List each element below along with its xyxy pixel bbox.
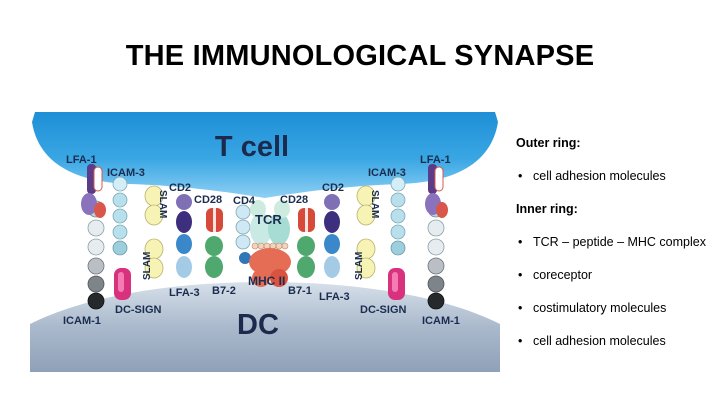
dcsign-right-label: DC-SIGN bbox=[360, 304, 407, 316]
slam-left-molecule bbox=[144, 185, 164, 279]
inner-ring-item: cell adhesion molecules bbox=[516, 333, 716, 349]
dc-label: DC bbox=[237, 309, 279, 341]
lfa1-left-label: LFA-1 bbox=[66, 154, 97, 166]
t-cell-body bbox=[32, 112, 498, 198]
lfa1-right-label: LFA-1 bbox=[420, 154, 451, 166]
outer-ring-item: cell adhesion molecules bbox=[516, 168, 716, 184]
icam3-left-molecule bbox=[112, 176, 128, 256]
cd28-left-label: CD28 bbox=[194, 194, 222, 206]
cd2-right-molecule bbox=[324, 194, 340, 233]
legend-panel: Outer ring: cell adhesion molecules Inne… bbox=[516, 136, 716, 367]
b72-label: B7-2 bbox=[212, 285, 236, 297]
cd2-left-molecule bbox=[176, 194, 192, 233]
b71-label: B7-1 bbox=[288, 285, 312, 297]
outer-ring-heading: Outer ring: bbox=[516, 136, 581, 150]
lfa3-left-label: LFA-3 bbox=[169, 287, 200, 299]
lfa3-left-molecule bbox=[176, 234, 192, 278]
tcr-molecule bbox=[250, 200, 290, 245]
cd2-right-label: CD2 bbox=[322, 182, 344, 194]
peptide-chain bbox=[251, 242, 289, 250]
lfa1-left-molecule bbox=[81, 164, 106, 218]
inner-ring-heading: Inner ring: bbox=[516, 202, 578, 216]
icam1-right-label: ICAM-1 bbox=[422, 315, 460, 327]
inner-ring-list: TCR – peptide – MHC complex coreceptor c… bbox=[516, 234, 716, 349]
slam-bottom-left-label: SLAM bbox=[142, 252, 153, 280]
cd4-molecule bbox=[235, 204, 251, 264]
dcsign-left-label: DC-SIGN bbox=[115, 304, 162, 316]
t-cell-label: T cell bbox=[215, 131, 289, 163]
inner-ring-item: TCR – peptide – MHC complex bbox=[516, 234, 716, 250]
slam-right-molecule bbox=[356, 185, 376, 279]
cd28-right-label: CD28 bbox=[280, 194, 308, 206]
cd28-left-molecule bbox=[206, 208, 223, 232]
icam1-left-label: ICAM-1 bbox=[63, 315, 101, 327]
lfa1-right-molecule bbox=[425, 164, 448, 218]
icam3-left-label: ICAM-3 bbox=[107, 167, 145, 179]
cd2-left-label: CD2 bbox=[169, 182, 191, 194]
cd28-right-molecule bbox=[298, 208, 315, 232]
b72-molecule bbox=[205, 236, 223, 278]
mhc2-label: MHC II bbox=[248, 274, 285, 288]
dc-cell-body bbox=[30, 282, 500, 372]
b71-molecule bbox=[297, 236, 315, 278]
inner-ring-item: coreceptor bbox=[516, 267, 716, 283]
slam-top-right-label: SLAM bbox=[369, 190, 380, 218]
tcr-label: TCR bbox=[255, 212, 282, 227]
dcsign-right-molecule bbox=[388, 268, 405, 300]
outer-ring-list: cell adhesion molecules bbox=[516, 168, 716, 184]
icam3-right-label: ICAM-3 bbox=[368, 167, 406, 179]
inner-ring-item: costimulatory molecules bbox=[516, 300, 716, 316]
lfa3-right-molecule bbox=[324, 234, 340, 278]
dcsign-left-molecule bbox=[114, 268, 131, 300]
slide-title: THE IMMUNOLOGICAL SYNAPSE bbox=[125, 40, 595, 72]
cd4-label: CD4 bbox=[233, 195, 256, 207]
mhc2-molecule bbox=[249, 248, 291, 287]
slam-bottom-right-label: SLAM bbox=[354, 252, 365, 280]
synapse-diagram: T cell DC LFA-1 ICAM-3 CD2 CD28 CD4 TCR … bbox=[30, 112, 500, 372]
icam3-right-molecule bbox=[390, 176, 406, 256]
lfa3-right-label: LFA-3 bbox=[319, 291, 350, 303]
slam-top-left-label: SLAM bbox=[157, 190, 168, 218]
